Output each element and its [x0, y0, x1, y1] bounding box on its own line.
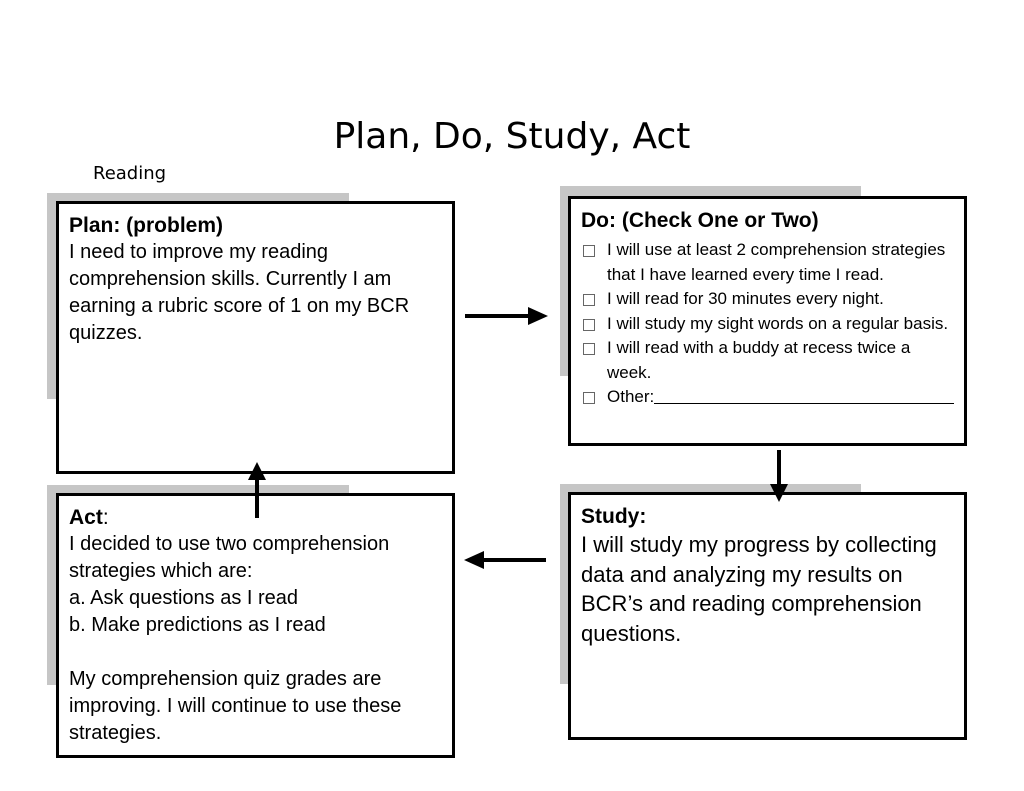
act-intro: I decided to use two comprehension strat…: [69, 533, 390, 582]
checkbox-icon[interactable]: [583, 318, 595, 331]
checkbox-icon[interactable]: [583, 294, 595, 306]
checkbox-icon[interactable]: [583, 392, 595, 404]
do-item-text: I will use at least 2 comprehension stra…: [607, 240, 946, 284]
do-item-text: Other:: [607, 387, 655, 406]
plan-text: I need to improve my reading comprehensi…: [69, 241, 410, 344]
plan-heading: Plan: (problem): [69, 214, 224, 237]
do-item-text: I will study my sight words on a regular…: [607, 313, 949, 333]
arrow-left-icon: [464, 551, 546, 569]
do-box: Do: (Check One or Two) I will use at lea…: [568, 196, 967, 446]
act-box: Act: I decided to use two comprehension …: [56, 493, 455, 758]
do-heading: Do: (Check One or Two): [581, 209, 819, 232]
arrow-up-icon: [248, 462, 266, 518]
act-heading-line: Act:: [69, 504, 442, 531]
arrow-right-icon: [465, 307, 548, 325]
do-item: I will read with a buddy at recess twice…: [581, 336, 954, 385]
do-item: Other:: [581, 385, 954, 410]
act-strategy-b: b. Make predictions as I read: [69, 614, 326, 636]
act-conclusion: My comprehension quiz grades are improvi…: [69, 668, 402, 744]
other-blank-line[interactable]: [654, 385, 954, 404]
act-heading-colon: :: [102, 506, 109, 529]
study-text: I will study my progress by collecting d…: [581, 532, 937, 646]
page-subtitle: Reading: [93, 163, 167, 184]
study-heading: Study:: [581, 505, 647, 528]
act-strategy-a: a. Ask questions as I read: [69, 587, 299, 609]
checkbox-icon[interactable]: [583, 343, 595, 355]
do-item-text: I will read with a buddy at recess twice…: [607, 338, 911, 382]
do-item-text: I will read for 30 minutes every night.: [607, 289, 884, 308]
act-heading: Act: [69, 506, 103, 529]
do-item: I will read for 30 minutes every night.: [581, 287, 954, 312]
arrow-down-icon: [770, 450, 788, 502]
checkbox-icon[interactable]: [583, 245, 595, 257]
do-item: I will use at least 2 comprehension stra…: [581, 238, 954, 287]
do-checklist: I will use at least 2 comprehension stra…: [581, 238, 954, 410]
plan-box: Plan: (problem) I need to improve my rea…: [56, 201, 455, 474]
page-title: Plan, Do, Study, Act: [333, 116, 691, 157]
study-box: Study: I will study my progress by colle…: [568, 492, 967, 740]
do-item: I will study my sight words on a regular…: [581, 312, 954, 337]
